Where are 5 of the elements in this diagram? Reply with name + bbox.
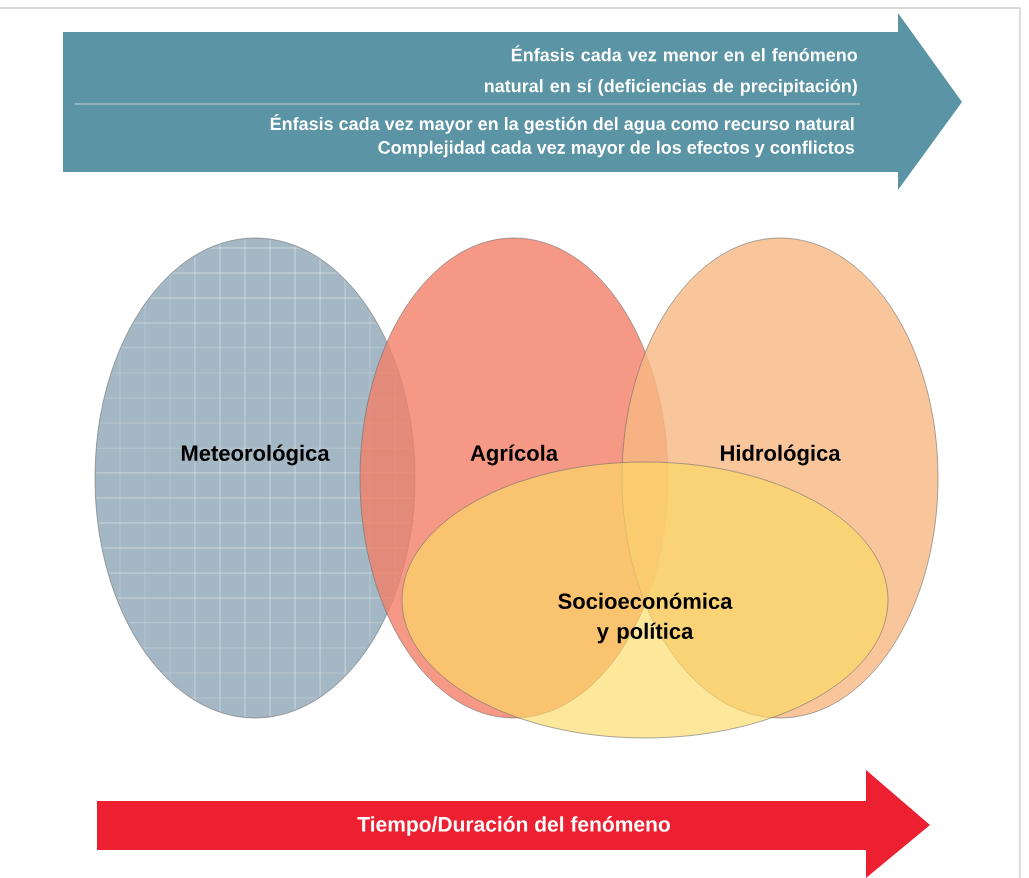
ellipse-label: Agrícola [470, 444, 559, 466]
arrow-banner: Énfasis cada vez menor en el fenómeno natural en sí (deficiencias de precipitación) Énfasis cada vez mayor en la gestión del agua como recurso natural Complejidad cada vez mayor de los efectos y conflictos [63, 13, 962, 190]
ellipse-label: Hidrológica [720, 444, 841, 466]
ellipse-label: Meteorológica [181, 444, 330, 466]
ellipse-label: Socioeconómica y política [558, 592, 733, 644]
